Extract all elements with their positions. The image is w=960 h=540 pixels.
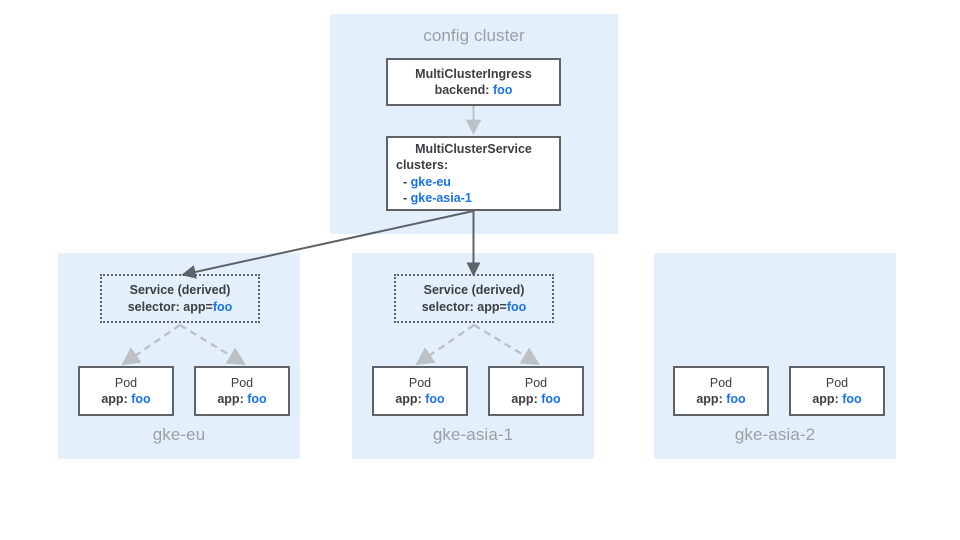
box-pod[interactable]: Pod app: foo (372, 366, 468, 416)
box-derived-service-gke-asia-1[interactable]: Service (derived) selector: app=foo (394, 274, 554, 323)
box-pod[interactable]: Pod app: foo (194, 366, 290, 416)
derived-service-selector: selector: app=foo (128, 299, 233, 316)
panel-gke-asia-2: gke-asia-2 (654, 253, 896, 459)
pod-name: Pod (709, 375, 733, 390)
multiclusterservice-clusters: clusters: - gke-eu - gke-asia-1 (396, 157, 559, 207)
pod-app: app: foo (696, 391, 745, 408)
cluster-bullet: - (403, 191, 408, 205)
pod-app-value: foo (425, 392, 445, 406)
box-pod[interactable]: Pod app: foo (673, 366, 769, 416)
box-pod[interactable]: Pod app: foo (78, 366, 174, 416)
pod-app-value: foo (726, 392, 746, 406)
multiclusteringress-name: MultiClusterIngress (415, 66, 532, 81)
pod-app-value: foo (247, 392, 267, 406)
pod-name: Pod (114, 375, 138, 390)
cluster-entry: - gke-asia-1 (396, 190, 559, 207)
pod-app-label: app: (217, 392, 244, 406)
multiclusterservice-name: MultiClusterService (415, 141, 532, 156)
derived-service-name: Service (derived) (423, 283, 525, 297)
pod-app-value: foo (541, 392, 561, 406)
pod-app-label: app: (812, 392, 839, 406)
pod-app-label: app: (101, 392, 128, 406)
backend-label: backend: (434, 83, 490, 97)
box-derived-service-gke-eu[interactable]: Service (derived) selector: app=foo (100, 274, 260, 323)
box-multiclusteringress[interactable]: MultiClusterIngress backend: foo (386, 58, 561, 106)
pod-app-label: app: (395, 392, 422, 406)
selector-label: selector: app= (421, 299, 507, 314)
box-pod[interactable]: Pod app: foo (789, 366, 885, 416)
panel-title-gke-eu: gke-eu (152, 425, 206, 444)
multiclusteringress-backend: backend: foo (435, 82, 513, 99)
pod-app-value: foo (131, 392, 151, 406)
pod-app-value: foo (842, 392, 862, 406)
panel-title-gke-asia-1: gke-asia-1 (432, 425, 514, 444)
selector-value: foo (212, 299, 233, 314)
cluster-entry: - gke-eu (396, 174, 559, 191)
cluster-name: gke-eu (410, 174, 451, 189)
backend-value: foo (492, 83, 513, 97)
pod-app-label: app: (696, 392, 723, 406)
box-multiclusterservice[interactable]: MultiClusterService clusters: - gke-eu -… (386, 136, 561, 211)
pod-app-label: app: (511, 392, 538, 406)
panel-title-config-cluster: config cluster (423, 26, 525, 45)
pod-app: app: foo (395, 391, 444, 408)
pod-name: Pod (524, 375, 548, 390)
panel-title-gke-asia-2: gke-asia-2 (734, 425, 816, 444)
pod-name: Pod (230, 375, 254, 390)
pod-app: app: foo (511, 391, 560, 408)
cluster-name: gke-asia-1 (410, 191, 472, 205)
pod-name: Pod (825, 375, 849, 390)
cluster-bullet: - (403, 174, 408, 189)
selector-label: selector: app= (127, 299, 213, 314)
pod-name: Pod (408, 375, 432, 390)
derived-service-name: Service (derived) (129, 283, 231, 297)
pod-app: app: foo (101, 391, 150, 408)
pod-app: app: foo (217, 391, 266, 408)
selector-value: foo (506, 299, 527, 314)
box-pod[interactable]: Pod app: foo (488, 366, 584, 416)
pod-app: app: foo (812, 391, 861, 408)
derived-service-selector: selector: app=foo (422, 299, 527, 316)
clusters-label: clusters: (396, 158, 449, 172)
